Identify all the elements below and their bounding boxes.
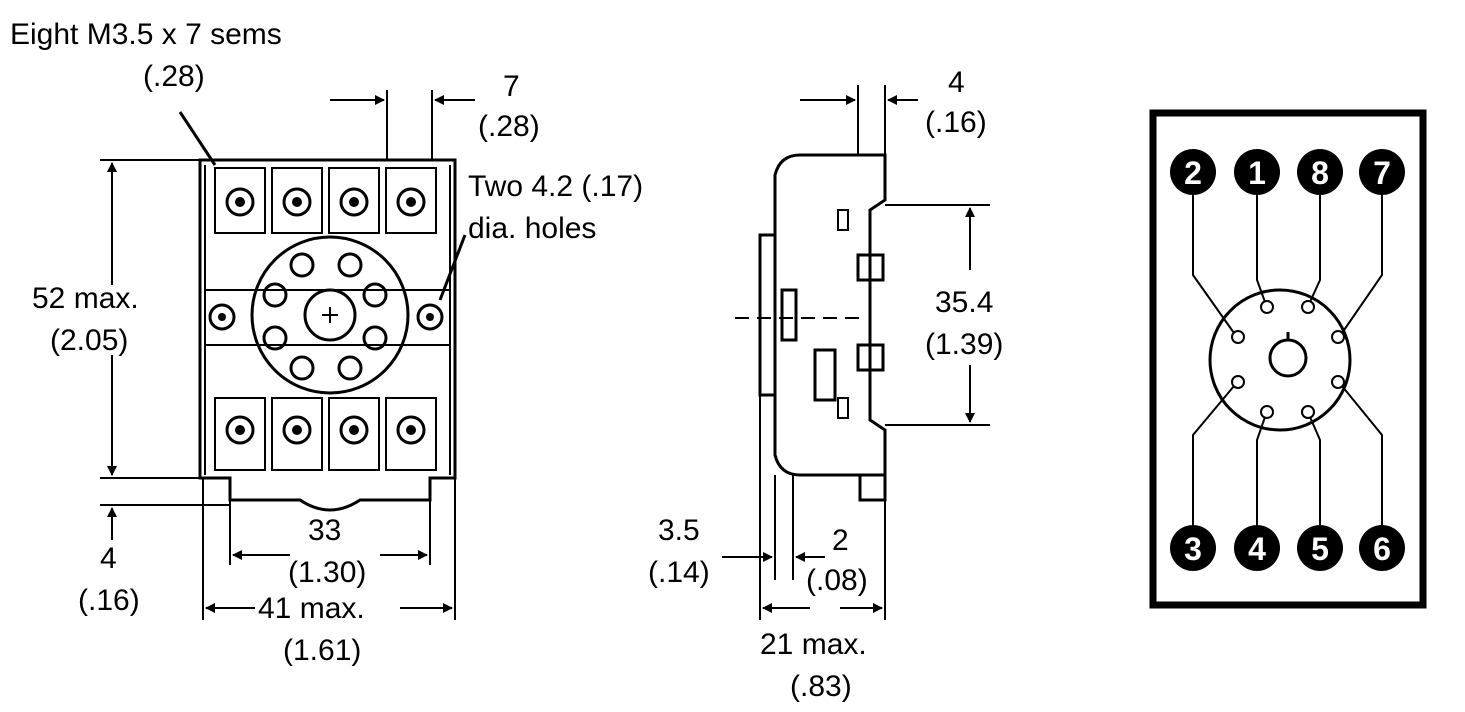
mount-span-label: 33 bbox=[308, 514, 341, 547]
screws-label: Eight M3.5 x 7 sems bbox=[10, 18, 282, 51]
front-view bbox=[100, 90, 475, 620]
pinout-diagram: 2 1 8 7 3 4 5 6 bbox=[1149, 109, 1427, 609]
pin-label: 6 bbox=[1373, 531, 1391, 567]
side-view bbox=[722, 85, 990, 620]
width-label-inch: (1.61) bbox=[283, 634, 361, 667]
pin-label: 8 bbox=[1311, 155, 1329, 191]
height-label-inch: (2.05) bbox=[50, 324, 128, 357]
height-label: 52 max. bbox=[32, 282, 139, 315]
pin-label: 7 bbox=[1373, 155, 1391, 191]
mount-hole-right bbox=[416, 303, 444, 331]
octal-socket bbox=[250, 235, 410, 395]
pin-label: 2 bbox=[1184, 155, 1202, 191]
bottom-terminals bbox=[214, 397, 437, 471]
front-body-outline bbox=[198, 158, 457, 512]
top-terminals bbox=[214, 167, 437, 234]
pinout-frame bbox=[1149, 109, 1427, 609]
pin-label: 3 bbox=[1184, 531, 1202, 567]
mount-span-inch: (1.30) bbox=[288, 556, 366, 589]
socket-circle bbox=[1208, 288, 1352, 432]
offset-label: 4 bbox=[100, 542, 117, 575]
side-body-outline bbox=[773, 153, 887, 477]
screws-label-inch: (.28) bbox=[143, 60, 205, 93]
left-offset-inch: (.14) bbox=[648, 556, 710, 589]
pin-label: 4 bbox=[1248, 531, 1266, 567]
width-label: 41 max. bbox=[258, 592, 365, 625]
gap-label: 2 bbox=[832, 524, 849, 557]
terminal-pitch-label: 7 bbox=[503, 70, 520, 103]
depth-label-inch: (.83) bbox=[790, 670, 852, 703]
screw-leader bbox=[178, 111, 217, 166]
offset-label-inch: (.16) bbox=[78, 584, 140, 617]
holes-label: Two 4.2 (.17) bbox=[468, 170, 643, 203]
top-offset-label: 4 bbox=[948, 66, 965, 99]
depth-label: 21 max. bbox=[760, 628, 867, 661]
terminal-pitch-inch: (.28) bbox=[478, 110, 540, 143]
holes-label-line2: dia. holes bbox=[468, 212, 596, 245]
rail-label: 35.4 bbox=[935, 286, 993, 319]
top-offset-inch: (.16) bbox=[925, 106, 987, 139]
mount-hole-left bbox=[208, 303, 236, 331]
rail-label-inch: (1.39) bbox=[925, 328, 1003, 361]
pin-label: 5 bbox=[1311, 531, 1329, 567]
gap-label-inch: (.08) bbox=[806, 564, 868, 597]
left-offset-label: 3.5 bbox=[658, 514, 700, 547]
pin-label: 1 bbox=[1248, 155, 1266, 191]
